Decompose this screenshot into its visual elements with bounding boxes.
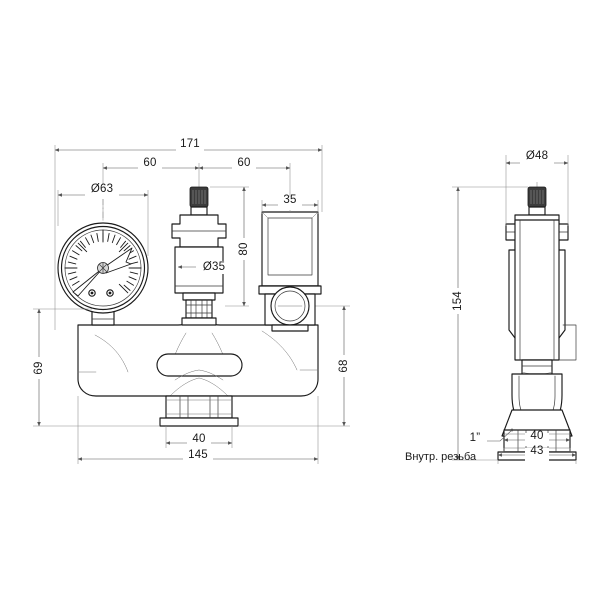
air-vent-valve bbox=[171, 186, 227, 326]
air-vent-thread-shank bbox=[185, 299, 213, 319]
side-neck-collar bbox=[521, 359, 553, 375]
dim-overall-width-171: 171 bbox=[54, 138, 323, 330]
gauge-hub-cross bbox=[99, 262, 107, 274]
front-view-group: 171 60 60 Ø bbox=[32, 138, 351, 465]
thread-leader-line bbox=[487, 429, 513, 442]
dim-label-145: 145 bbox=[188, 449, 208, 461]
dim-cap-diameter-48: Ø48 bbox=[505, 150, 569, 226]
side-rear-tab bbox=[558, 324, 577, 361]
front-view-dimensions: 171 60 60 Ø bbox=[32, 138, 351, 465]
manifold-oval-boss bbox=[156, 353, 243, 377]
dim-label-40-front: 40 bbox=[192, 433, 205, 445]
side-view-dimensions: Ø48 154 40 bbox=[405, 150, 577, 464]
thread-leader-dot bbox=[510, 428, 514, 432]
dim-label-thread-size: 1” bbox=[470, 432, 481, 444]
dim-label-60-right: 60 bbox=[237, 157, 250, 169]
gauge-graduations bbox=[64, 229, 142, 294]
dim-height-right-68: 68 bbox=[238, 305, 351, 427]
dim-gauge-diameter-63: Ø63 bbox=[57, 183, 149, 256]
dim-base-width-40: 40 bbox=[165, 426, 233, 449]
dim-side-base-depth-43: 43 bbox=[497, 445, 577, 464]
actuator-housing-inner bbox=[267, 217, 313, 276]
side-cap-neck bbox=[528, 206, 546, 216]
dim-label-diameter-63: Ø63 bbox=[91, 183, 113, 195]
side-bracket-right bbox=[558, 249, 566, 339]
dim-label-60-left: 60 bbox=[143, 157, 156, 169]
thread-type-note: Внутр. резьба bbox=[405, 451, 477, 463]
base-hex-body bbox=[165, 395, 233, 419]
dim-label-43: 43 bbox=[530, 445, 543, 457]
side-bracket-left bbox=[508, 249, 516, 339]
dim-overall-height-154: 154 bbox=[451, 186, 528, 461]
side-air-vent-cap-knurl bbox=[530, 190, 544, 204]
dim-label-154: 154 bbox=[452, 291, 464, 311]
dim-label-diameter-48: Ø48 bbox=[526, 150, 548, 162]
air-vent-shoulder bbox=[182, 292, 216, 301]
air-vent-thread-lines bbox=[190, 299, 208, 319]
dim-label-40-side: 40 bbox=[530, 430, 543, 442]
body-inner-fillet-right bbox=[261, 330, 298, 371]
bottom-threaded-base bbox=[159, 395, 239, 427]
dim-label-171: 171 bbox=[180, 138, 200, 150]
air-vent-cap-neck bbox=[190, 206, 208, 216]
dim-valve-width-35: 35 bbox=[261, 194, 319, 214]
dim-label-diameter-35: Ø35 bbox=[203, 261, 225, 273]
actuator-housing-bevel bbox=[261, 211, 319, 219]
gauge-case-inner bbox=[60, 225, 146, 311]
dim-side-base-width-40: 40 bbox=[503, 430, 571, 452]
dim-label-35: 35 bbox=[283, 194, 296, 206]
dim-vent-diameter-35: Ø35 bbox=[177, 261, 232, 274]
side-main-cylinder bbox=[514, 219, 560, 361]
dim-body-width-145: 145 bbox=[77, 396, 319, 465]
pressure-gauge bbox=[57, 222, 149, 326]
valve-port-inner bbox=[274, 290, 306, 322]
dim-span-right-60: 60 bbox=[198, 157, 291, 212]
manifold-body bbox=[77, 296, 319, 397]
gauge-needle-tail bbox=[72, 267, 104, 297]
dim-label-80: 80 bbox=[238, 242, 250, 255]
air-vent-cap-knurl bbox=[192, 190, 206, 204]
dim-label-68: 68 bbox=[338, 359, 350, 372]
dim-height-left-69: 69 bbox=[32, 308, 160, 427]
dim-vent-height-80: 80 bbox=[210, 186, 251, 307]
body-inner-fillet-left bbox=[94, 334, 129, 373]
base-transition-curve-outer bbox=[169, 377, 229, 397]
thread-size-callout: 1” bbox=[470, 428, 514, 444]
base-flange bbox=[159, 417, 239, 427]
gauge-screw-dot-right bbox=[108, 291, 112, 295]
gauge-screw-dot-left bbox=[90, 291, 94, 295]
valve-lower-collar bbox=[271, 324, 309, 332]
side-view-group: Ø48 154 40 bbox=[405, 150, 577, 464]
valve-with-actuator bbox=[258, 211, 322, 332]
air-vent-base-collar bbox=[181, 317, 217, 326]
base-transition-curve bbox=[174, 369, 224, 381]
dim-label-69: 69 bbox=[33, 361, 45, 374]
